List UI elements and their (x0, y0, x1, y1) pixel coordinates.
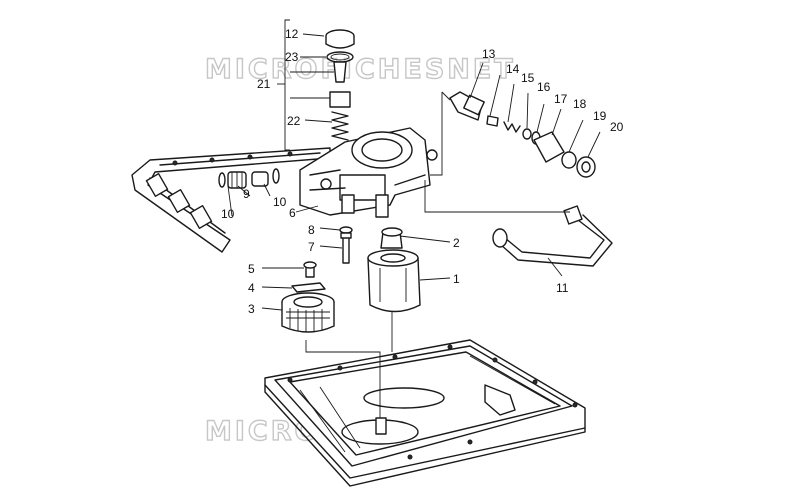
callout-labels: 1 2 3 4 5 6 7 8 9 10 10 11 12 13 14 15 1… (221, 27, 624, 316)
callout-11: 11 (556, 281, 569, 295)
oil-pump-body (299, 127, 438, 218)
bolt-and-washer (339, 226, 353, 264)
callout-15: 15 (521, 71, 535, 85)
callout-3: 3 (248, 302, 255, 316)
callout-22: 22 (287, 114, 301, 128)
callout-13: 13 (482, 47, 496, 61)
callout-7: 7 (308, 240, 315, 254)
callout-12: 12 (285, 27, 299, 41)
pressure-switch-group (449, 91, 596, 178)
cylinder-head-rail (131, 147, 331, 253)
callout-4: 4 (248, 281, 255, 295)
callout-16: 16 (537, 80, 551, 94)
callout-6: 6 (289, 206, 296, 220)
strainer-assembly (281, 261, 335, 333)
callout-1: 1 (453, 272, 460, 286)
callout-21: 21 (257, 77, 271, 91)
callout-14: 14 (506, 62, 520, 76)
callout-10-left: 10 (221, 207, 235, 221)
leader-lines (227, 19, 601, 435)
oil-filter (367, 227, 421, 313)
callout-18: 18 (573, 97, 587, 111)
callout-8: 8 (308, 223, 315, 237)
watermark-top: MICROFICHESNET (205, 54, 516, 85)
oil-pipe (492, 205, 613, 267)
callout-5: 5 (248, 262, 255, 276)
callout-9: 9 (243, 187, 250, 201)
callout-2: 2 (453, 236, 460, 250)
relief-valve-stack (325, 29, 355, 141)
callout-20: 20 (610, 120, 624, 134)
inlet-fittings (218, 168, 280, 189)
callout-19: 19 (593, 109, 607, 123)
callout-23: 23 (285, 50, 299, 64)
callout-17: 17 (554, 92, 568, 106)
callout-10-right: 10 (273, 195, 287, 209)
oil-sump (264, 339, 586, 487)
